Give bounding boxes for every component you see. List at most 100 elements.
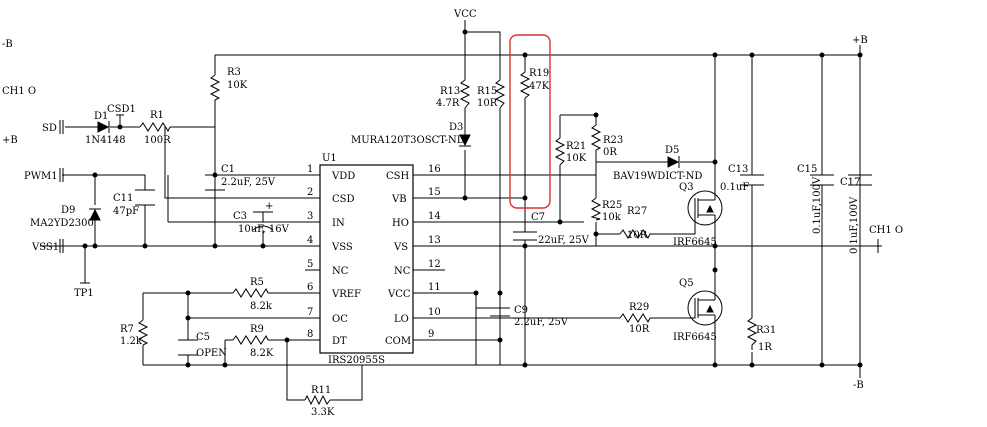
label-vcc: VCC xyxy=(453,9,477,20)
ic-pin-14-num: 14 xyxy=(428,211,441,222)
resistor-r1 xyxy=(139,122,171,133)
label-minus-b-left: -B xyxy=(2,39,13,50)
c7-ref: C7 xyxy=(531,212,545,223)
ic-pin-3-num: 3 xyxy=(307,211,313,222)
rail-labels: VCC +B -B CH1 O xyxy=(453,9,903,391)
ic-pin-8-num: 8 xyxy=(307,329,313,340)
ic-u1-pin-stubs xyxy=(305,174,445,341)
c9-ref: C9 xyxy=(514,305,528,316)
diode-d1 xyxy=(97,121,110,133)
c11-value: 47pF xyxy=(113,206,139,217)
r7-value: 1.2k xyxy=(120,336,143,347)
r25-value: 10k xyxy=(602,212,622,223)
ic-pin-9-name: COM xyxy=(385,336,411,347)
c5-value: OPEN xyxy=(196,348,227,359)
ic-pin-15-num: 15 xyxy=(428,187,441,198)
label-ch1-o-right: CH1 O xyxy=(869,225,903,236)
resistor-r7 xyxy=(137,319,149,346)
r5-value: 8.2k xyxy=(250,301,273,312)
ic-pin-11-num: 11 xyxy=(428,282,441,293)
c15-ref: C15 xyxy=(797,164,817,175)
q5-ref: Q5 xyxy=(679,278,694,289)
mosfet-q3 xyxy=(687,190,723,235)
r21-ref: R21 xyxy=(566,141,586,152)
resistor-r23 xyxy=(590,124,602,151)
c9-value: 2.2uF, 25V xyxy=(514,317,569,328)
resistor-r27 xyxy=(619,229,651,240)
capacitor-c3 xyxy=(252,211,274,231)
r27-ref: R27 xyxy=(627,206,647,217)
ic-pin-3-name: IN xyxy=(332,218,345,229)
highlight-box-r19 xyxy=(509,34,551,209)
c1-ref: C1 xyxy=(221,164,235,175)
ic-u1-part: IRS20955S xyxy=(328,355,385,366)
r25-ref: R25 xyxy=(602,200,622,211)
ic-u1-body xyxy=(319,164,414,354)
q3-value: IRF6645 xyxy=(673,237,717,248)
r3-ref: R3 xyxy=(227,67,241,78)
r31-value: 1R xyxy=(758,342,772,353)
c15-value: 0.1uF,100V xyxy=(812,176,823,234)
r13-value: 4.7R xyxy=(436,98,460,109)
c17-ref: C17 xyxy=(840,177,860,188)
r23-ref: R23 xyxy=(603,135,623,146)
q3-ref: Q3 xyxy=(679,182,694,193)
r5-ref: R5 xyxy=(250,277,264,288)
ic-pin-13-num: 13 xyxy=(428,235,441,246)
r19-value: 47K xyxy=(529,81,550,92)
label-minus-b-right: -B xyxy=(853,380,864,391)
d3-ref: D3 xyxy=(449,122,463,133)
c3-value: 10uF, 16V xyxy=(238,224,290,235)
label-ch1-o-left: CH1 O xyxy=(2,86,36,97)
capacitor-c9 xyxy=(490,307,510,317)
wires xyxy=(40,20,882,401)
capacitor-c13 xyxy=(740,174,764,186)
resistor-r31 xyxy=(746,317,758,350)
r7-ref: R7 xyxy=(120,324,134,335)
r19-ref: R19 xyxy=(529,68,549,79)
r27-value: 10R xyxy=(627,230,648,241)
r23-value: 0R xyxy=(603,147,617,158)
ic-pin-16-name: CSH xyxy=(386,171,410,182)
left-labels: -B CH1 O +B SD PWM1 VSS1 TP1 xyxy=(2,39,94,299)
r29-ref: R29 xyxy=(629,302,649,313)
capacitor-c11 xyxy=(135,189,155,206)
r21-value: 10K xyxy=(566,153,587,164)
ic-pin-16-num: 16 xyxy=(428,164,441,175)
connectors xyxy=(59,114,879,284)
resistor-r15 xyxy=(494,79,506,109)
c17-value: 0.1uF,100V xyxy=(849,196,860,254)
d1-value: 1N4148 xyxy=(85,135,126,146)
mosfet-q5 xyxy=(687,280,723,340)
ic-pin-10-name: LO xyxy=(394,314,409,325)
resistor-r19 xyxy=(519,71,531,99)
label-tp1: TP1 xyxy=(74,288,94,299)
c7-value: 22uF, 25V xyxy=(538,235,590,246)
csd1-ref: CSD1 xyxy=(107,104,136,115)
r11-ref: R11 xyxy=(311,385,331,396)
c11-ref: C11 xyxy=(113,193,133,204)
resistor-r3 xyxy=(209,74,221,101)
r29-value: 10R xyxy=(629,324,650,335)
label-pwm1: PWM1 xyxy=(24,171,58,182)
ic-pin-4-num: 4 xyxy=(307,235,313,246)
diode-d3 xyxy=(459,134,471,147)
ic-pin-8-name: DT xyxy=(332,336,347,347)
d5-ref: D5 xyxy=(665,145,679,156)
ic-pin-6-num: 6 xyxy=(307,282,313,293)
resistor-r25 xyxy=(590,197,602,221)
c5-ref: C5 xyxy=(196,332,210,343)
capacitor-c7 xyxy=(513,231,537,241)
label-vss1: VSS1 xyxy=(31,242,59,253)
r9-ref: R9 xyxy=(250,324,264,335)
r31-ref: R31 xyxy=(756,325,776,336)
component-labels: R1 100R R3 10K D1 1N4148 CSD1 C1 2.2uF, … xyxy=(30,67,860,418)
c1-value: 2.2uF, 25V xyxy=(221,177,276,188)
c13-ref: C13 xyxy=(728,164,748,175)
resistor-r21 xyxy=(554,137,566,166)
ic-pin-11-name: VCC xyxy=(387,289,411,300)
ic-pin-7-num: 7 xyxy=(307,307,313,318)
diode-d9 xyxy=(89,208,101,221)
r9-value: 8.2K xyxy=(250,348,274,359)
